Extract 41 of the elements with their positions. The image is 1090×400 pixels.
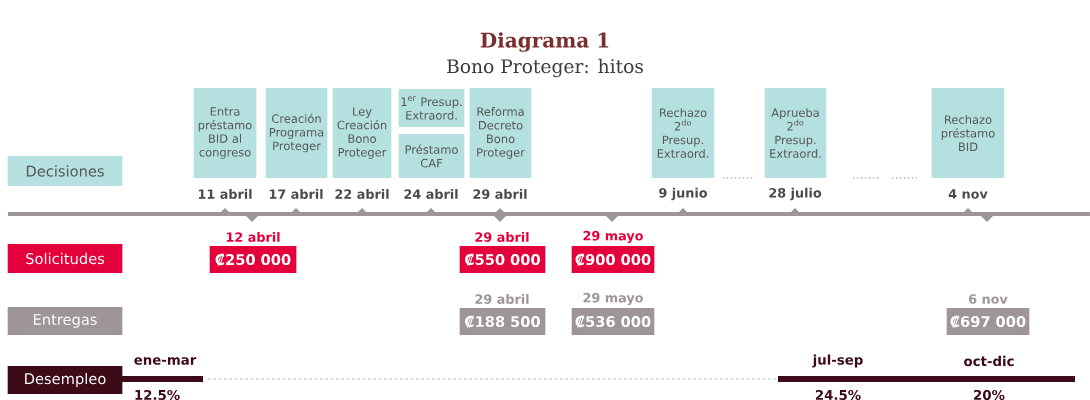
date-label: 28 julio bbox=[769, 187, 822, 201]
amount-box: ₡188 500 bbox=[459, 308, 546, 335]
value-label: 24.5% bbox=[815, 389, 861, 400]
period-label: jul-sep bbox=[812, 354, 863, 368]
row-header-box: Decisiones bbox=[7, 156, 123, 186]
event-box: Reforma Decreto Bono Proteger bbox=[469, 88, 532, 178]
date-label: 11 abril bbox=[198, 189, 252, 199]
event-box: Entra préstamo BID al congreso bbox=[193, 88, 257, 178]
event-box: Rechazo 2$^{do}$ Presup. Extraord. bbox=[651, 88, 715, 178]
date-label: 29 abril bbox=[475, 232, 529, 242]
date-label: 29 mayo bbox=[583, 292, 643, 306]
row-header-box: Entregas bbox=[7, 307, 123, 335]
subtitle: Bono Proteger: hitos bbox=[447, 58, 643, 78]
date-label: 12 abril bbox=[226, 232, 280, 242]
date-label: 29 abril bbox=[475, 294, 529, 304]
amount-box: ₡697 000 bbox=[946, 308, 1030, 335]
date-label: 29 abril bbox=[473, 189, 527, 199]
period-label: ene-mar bbox=[134, 357, 197, 365]
date-label: 4 nov bbox=[948, 189, 988, 199]
period-label: oct-dic bbox=[964, 355, 1014, 367]
event-box: Creación Programa Proteger bbox=[265, 88, 328, 178]
event-box: 1$^{er}$ Presup. Extraord. bbox=[398, 89, 465, 127]
event-box: Préstamo CAF bbox=[398, 134, 465, 178]
amount-box: ₡550 000 bbox=[459, 246, 546, 273]
date-label: 6 nov bbox=[969, 294, 1008, 304]
event-box: Aprueba 2$^{do}$ Presup. Extraord. bbox=[764, 88, 827, 178]
amount-box: ₡536 000 bbox=[571, 308, 655, 335]
event-box: Rechazo préstamo BID bbox=[931, 88, 1005, 178]
amount-box: ₡250 000 bbox=[209, 246, 297, 273]
date-label: 17 abril bbox=[269, 189, 323, 199]
date-label: 9 junio bbox=[659, 187, 708, 201]
date-label: 22 abril bbox=[335, 189, 389, 199]
date-label: 29 mayo bbox=[583, 230, 643, 244]
amount-box: ₡900 000 bbox=[571, 246, 655, 273]
event-box: Ley Creación Bono Proteger bbox=[332, 88, 392, 178]
row-header-box: Solicitudes bbox=[7, 244, 123, 273]
value-label: 20% bbox=[974, 389, 1005, 400]
date-label: 24 abril bbox=[404, 189, 458, 199]
title: Diagrama 1 bbox=[480, 32, 609, 52]
value-label: 12.5% bbox=[135, 389, 180, 400]
row-header-box: Desempleo bbox=[7, 366, 123, 394]
